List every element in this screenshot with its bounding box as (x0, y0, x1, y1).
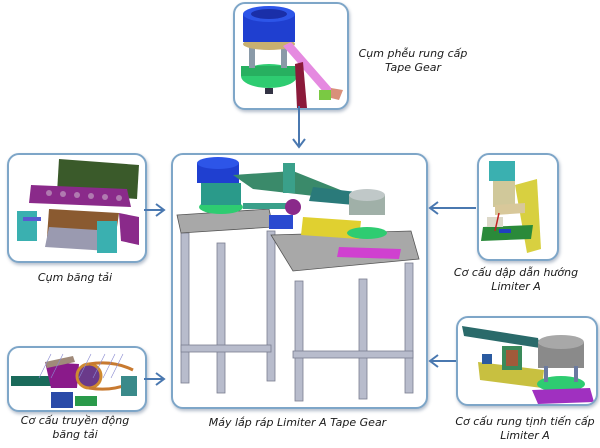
module-conveyor-caption: Cụm băng tải (7, 271, 143, 285)
linear-vibratory-feeder-icon (462, 326, 594, 404)
module-conveyor-panel (7, 153, 147, 263)
caption-line1: Cụm băng tải (37, 271, 113, 284)
arrow-left-icon (428, 201, 476, 215)
caption-line1: Cơ cấu rung tịnh tiến cấp (455, 415, 595, 428)
module-linear-feeder-caption: Cơ cấu rung tịnh tiến cấp Limiter A (450, 415, 600, 443)
caption-line1: Cơ cấu truyền động (20, 414, 130, 427)
module-conveyor-drive-caption: Cơ cấu truyền động băng tải (7, 414, 143, 442)
arrow-down-icon (292, 106, 306, 149)
module-conveyor-drive-panel (7, 346, 147, 412)
caption-line1: Cơ cấu dập dẫn hướng (453, 266, 579, 279)
arrow-right-icon (144, 372, 166, 386)
center-machine-panel (171, 153, 428, 409)
caption-line2: Limiter A (491, 280, 541, 293)
module-press-guide-panel (477, 153, 559, 261)
center-machine-caption: Máy lắp ráp Limiter A Tape Gear (171, 416, 424, 430)
press-guide-icon (481, 161, 541, 253)
arrow-left-icon (428, 354, 456, 368)
arrow-right-icon (144, 203, 166, 217)
module-press-guide-caption: Cơ cấu dập dẫn hướng Limiter A (446, 266, 586, 294)
module-vibratory-feeder-caption: Cụm phễu rung cấp Tape Gear (348, 47, 478, 75)
module-linear-feeder-panel (456, 316, 598, 406)
module-vibratory-feeder-panel (233, 2, 349, 110)
caption-line1: Cụm phễu rung cấp (358, 47, 468, 60)
assembly-machine-icon (176, 157, 420, 402)
caption-line2: băng tải (52, 428, 98, 441)
caption-line2: Limiter A (500, 429, 550, 442)
chain-drive-icon (11, 353, 137, 408)
caption-line2: Tape Gear (384, 61, 442, 74)
caption-line1: Máy lắp ráp Limiter A Tape Gear (208, 416, 387, 429)
conveyor-unit-icon (17, 159, 139, 253)
vibratory-bowl-feeder-icon (241, 6, 343, 108)
